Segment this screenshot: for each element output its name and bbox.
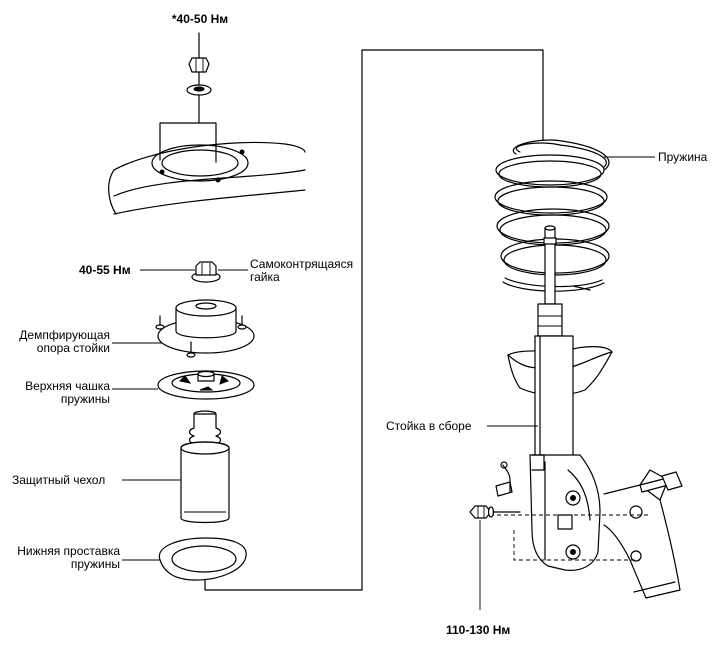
lower-insulator-label-line2: пружины: [70, 557, 120, 571]
spring-seat-icon: [157, 370, 255, 400]
dust-boot-label: Защитный чехол: [12, 473, 106, 487]
top-nut-icon: [188, 32, 210, 73]
dust-boot-icon: [180, 410, 230, 524]
bolt-icon: [639, 471, 683, 493]
lower-insulator-label: Нижняя проставка пружины: [2, 545, 120, 571]
washer-icon: [186, 71, 212, 96]
strut-mount-icon: [155, 299, 255, 358]
self-locking-nut-label-line1: Самоконтрящаяся: [250, 257, 354, 271]
lower-insulator-label-line1: Нижняя проставка: [17, 544, 120, 558]
self-locking-nut-label: Самоконтрящаяся гайка: [250, 258, 353, 284]
upper-seat-label-line2: пружины: [60, 392, 110, 406]
torque-nut-label: 40-55 Нм: [79, 263, 131, 277]
damper-mount-label-line1: Демпфирующая: [19, 328, 110, 342]
self-locking-nut-icon: [191, 261, 221, 283]
insulator-ring-icon: [158, 537, 247, 581]
damper-mount-label-line2: опора стойки: [36, 341, 110, 355]
strut-assembly-icon: [490, 303, 681, 599]
coil-spring-icon: [494, 139, 610, 305]
upper-seat-label-line1: Верхняя чашка: [25, 379, 110, 393]
assembly-connector-line: [204, 49, 544, 591]
torque-top-label: *40-50 Нм: [171, 12, 229, 26]
torque-bottom-label: 110-130 Нм: [446, 623, 511, 637]
damper-mount-label: Демпфирующая опора стойки: [4, 329, 110, 355]
self-locking-nut-label-line2: гайка: [250, 270, 280, 284]
strut-assembly-label: Стойка в сборе: [386, 419, 472, 433]
upper-seat-label: Верхняя чашка пружины: [4, 380, 110, 406]
knuckle-nut-icon: [469, 505, 521, 519]
strut-tower-icon: [108, 94, 306, 215]
spring-label: Пружина: [658, 150, 708, 164]
